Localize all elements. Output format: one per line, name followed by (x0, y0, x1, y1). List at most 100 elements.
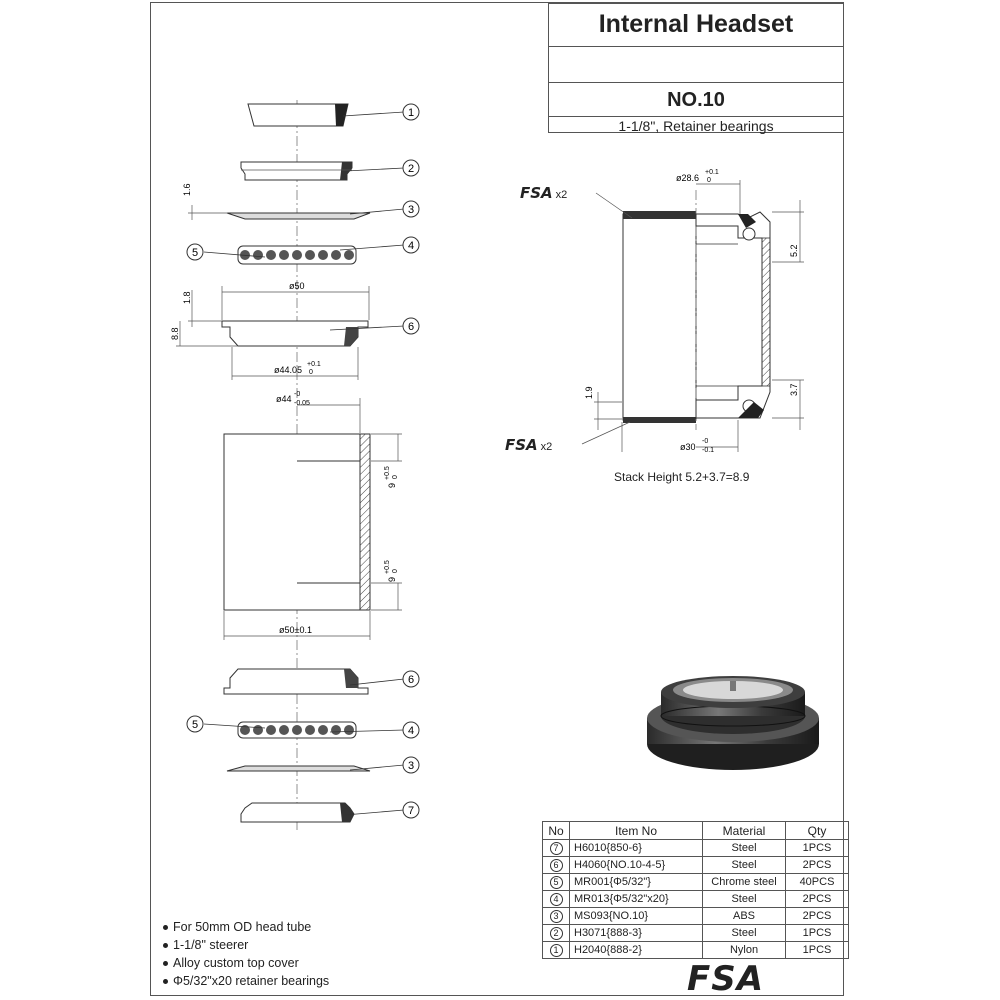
bom-qty: 1PCS (785, 924, 849, 942)
title-block: Internal Headset NO.10 1-1/8", Retainer … (548, 3, 844, 134)
bom-qty: 1PCS (785, 941, 849, 959)
bom-qty: 40PCS (785, 873, 849, 891)
bom-material: Steel (702, 839, 786, 857)
bom-material: Nylon (702, 941, 786, 959)
dim-depth-9-top-tol-lo: 0 (392, 475, 399, 479)
stack-height-note: Stack Height 5.2+3.7=8.9 (614, 470, 750, 484)
svg-text:1: 1 (408, 107, 414, 119)
leader-lines (203, 111, 405, 816)
dim-phi-28-6-tol-up: +0.1 (705, 169, 719, 176)
svg-text:4: 4 (408, 725, 414, 737)
part-bearing-bottom (237, 721, 357, 739)
bom-no-badge: 7 (549, 841, 563, 855)
bom-no-badge: 2 (549, 926, 563, 940)
bom-item: H2040{888-2} (569, 941, 703, 959)
bom-item: MR001{Φ5/32"} (569, 873, 703, 891)
part-cup-bottom (223, 668, 369, 695)
part-crown-race (240, 802, 355, 823)
svg-text:5: 5 (192, 247, 198, 259)
dim-phi-50-tol: ø50±0.1 (279, 625, 312, 635)
dim-phi-44-tol-up: -0 (294, 391, 300, 398)
dim-phi-44-05-tol-up: +0.1 (307, 361, 321, 368)
svg-text:4: 4 (408, 240, 414, 252)
dim-depth-9-bottom-tol-lo: 0 (392, 569, 399, 573)
callout-5-top: 5 (186, 243, 204, 261)
callout-4-bottom: 4 (402, 721, 420, 739)
svg-text:3: 3 (408, 760, 414, 772)
bom-material: Chrome steel (702, 873, 786, 891)
dim-depth-9-bottom-tol-up: +0.5 (384, 560, 391, 574)
headset-product-photo (647, 676, 819, 770)
dim-phi-50: ø50 (289, 281, 305, 291)
bill-of-materials-table: No Item No Material Qty 7 H6010{850-6}Ste… (542, 821, 849, 959)
bom-no-badge: 4 (549, 892, 563, 906)
callout-6-top: 6 (402, 317, 420, 335)
feature-item: Alloy custom top cover (163, 954, 329, 972)
feature-item: Φ5/32"x20 retainer bearings (163, 972, 329, 990)
bom-qty: 2PCS (785, 890, 849, 908)
svg-text:7: 7 (408, 805, 414, 817)
dim-phi-44-05: ø44.05 (274, 365, 302, 375)
bom-qty: 2PCS (785, 856, 849, 874)
feature-item: For 50mm OD head tube (163, 918, 329, 936)
feature-list: For 50mm OD head tube 1-1/8" steerer All… (163, 918, 329, 990)
dim-1-8: 1.8 (182, 291, 192, 304)
dim-phi-44-05-tol-lo: 0 (309, 369, 313, 376)
drawing-title: Internal Headset (598, 10, 794, 38)
part-cup-top (221, 320, 369, 347)
bom-header-row: No Item No Material Qty (542, 821, 849, 840)
bullet-icon (163, 925, 168, 931)
bom-item: H6010{850-6} (569, 839, 703, 857)
feature-item: 1-1/8" steerer (163, 936, 329, 954)
bom-material: ABS (702, 907, 786, 925)
bom-item: H3071{888-3} (569, 924, 703, 942)
dim-phi-28-6-tol-lo: 0 (707, 177, 711, 184)
section-dimension-lines (581, 180, 804, 452)
dim-8-8: 8.8 (170, 327, 180, 340)
bom-qty: 2PCS (785, 907, 849, 925)
bom-no-badge: 6 (549, 858, 563, 872)
dim-phi-44-tol-lo: -0.05 (294, 400, 310, 407)
callout-3-top: 3 (402, 200, 420, 218)
callout-4-top: 4 (402, 236, 420, 254)
bom-item: MR013{Φ5/32"x20} (569, 890, 703, 908)
dimension-lines (176, 205, 402, 640)
drawing-sheet-frame (150, 2, 844, 996)
dim-1-6: 1.6 (182, 183, 192, 196)
callout-1: 1 (402, 103, 420, 121)
dim-depth-9-top-tol-up: +0.5 (384, 466, 391, 480)
bom-material: Steel (702, 856, 786, 874)
dim-phi-30-tol-lo: -0.1 (702, 447, 714, 454)
part-top-cover (247, 103, 349, 127)
dim-3-7: 3.7 (789, 383, 799, 396)
svg-text:3: 3 (408, 204, 414, 216)
bom-item: MS093{NO.10} (569, 907, 703, 925)
bom-no-badge: 1 (549, 943, 563, 957)
bom-header-material: Material (702, 821, 786, 840)
dim-depth-9-bottom: 9 (387, 577, 397, 582)
dim-phi-28-6: ø28.6 (676, 173, 699, 183)
svg-text:2: 2 (408, 163, 414, 175)
part-seal-ring-top (226, 212, 371, 220)
part-seal-ring-bottom (226, 765, 371, 772)
assembled-section-view (622, 190, 771, 430)
callout-2: 2 (402, 159, 420, 177)
svg-text:5: 5 (192, 719, 198, 731)
dim-phi-30: ø30 (680, 442, 696, 452)
fsa-brand-logo: FSA (687, 959, 765, 999)
callout-6-bottom: 6 (402, 670, 420, 688)
model-number: NO.10 (549, 82, 843, 116)
head-tube-section (223, 433, 371, 611)
dim-5-2: 5.2 (789, 244, 799, 257)
drawing-subtitle: 1-1/8", Retainer bearings (549, 116, 843, 134)
bullet-icon (163, 943, 168, 949)
callout-5-bottom: 5 (186, 715, 204, 733)
dim-phi-44: ø44 (276, 394, 292, 404)
